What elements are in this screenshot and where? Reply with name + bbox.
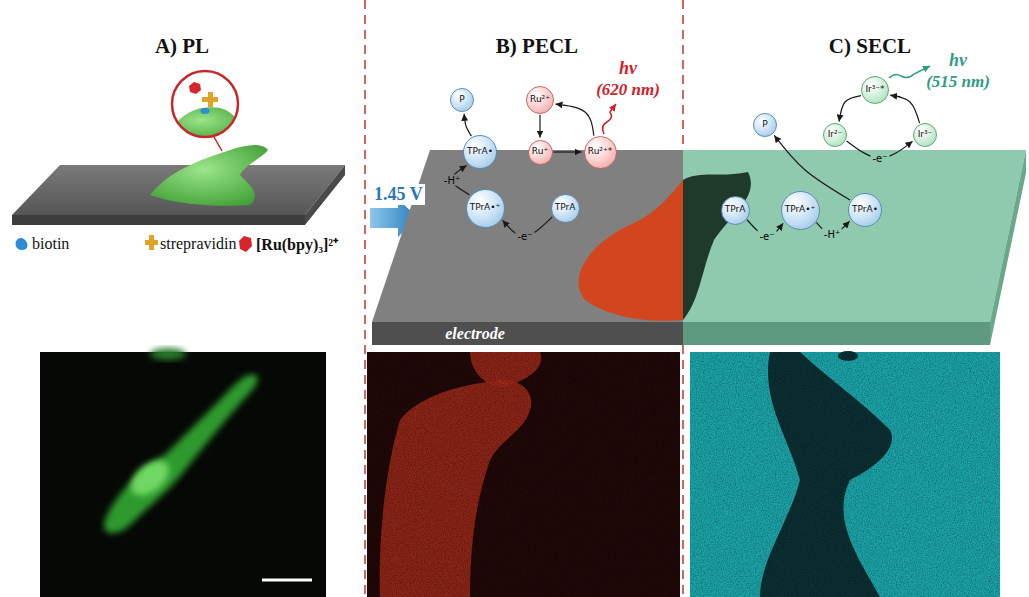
species-label: TPrA•⁺ [470,203,501,212]
emission-label: hv [619,58,637,79]
scale-bar [262,579,312,582]
species-label: P [762,120,767,129]
reaction-arrow [839,96,861,122]
legend-text: strepravidin [160,235,236,253]
excited-state-circle: Ir³⁻* [861,76,889,104]
voltage-label: 1.45 V [372,184,425,205]
emission-label: hv [949,50,967,71]
coreactant-circle: TPrA [551,194,580,223]
panel-title: A) PL [155,34,209,59]
magnifier-circle [172,71,238,137]
image-noise [367,352,680,597]
electrode-slab [372,150,683,322]
biotin-symbol [201,108,210,114]
emission-arrow [889,66,930,78]
species-label: Ru⁺ [532,147,548,156]
wavelength-label: (620 nm) [596,80,660,100]
species-label: TPrA [725,205,746,214]
ruthenium-symbol [189,82,201,94]
panel-divider [364,0,366,597]
species-label: Ir³⁻* [865,85,884,94]
cell-image [150,348,186,360]
electrode-side [305,165,345,225]
streptavidin-icon [145,235,158,250]
reaction-step-label: -H⁺ [822,229,842,240]
ruthenium-circle: Ru⁺ [528,140,553,165]
electrode-front [372,322,683,345]
radical-cation-circle: TPrA•⁺ [781,191,820,230]
ruthenium-icon [239,236,252,252]
electrode-slab [683,150,1026,322]
product-circle: P [753,113,777,137]
coreactant-circle: TPrA [721,196,750,225]
species-label: Ir³⁻ [918,130,933,139]
cell [683,172,751,320]
legend-text: [Ru(bpy)₃]²⁺ [256,233,338,255]
micrograph [690,352,1000,597]
species-label: Ru²⁺ [530,95,550,104]
electrode-side [990,150,1026,345]
reaction-step-label: -H⁺ [442,175,462,186]
cell [579,180,683,321]
excited-state-circle: Ru²⁺* [584,136,617,169]
species-label: TPrA• [852,205,878,214]
panel-title: B) PECL [496,34,578,59]
iridium-circle: Ir³⁻ [913,123,937,147]
species-label: Ru²⁺* [588,147,612,156]
magnifier-leader [214,137,222,151]
reaction-arrow [464,114,471,136]
electrode-front [12,215,305,225]
streptavidin-symbol [202,92,218,107]
species-label: TPrA• [467,147,493,156]
legend-text: biotin [32,235,69,253]
radical-circle: TPrA• [848,193,882,227]
ruthenium-circle: Ru²⁺ [526,86,554,114]
species-label: TPrA•⁺ [785,205,816,214]
iridium-circle: Ir²⁻ [823,123,847,147]
radical-circle: TPrA• [463,135,497,169]
reaction-arrow [890,95,919,123]
species-label: P [459,95,464,104]
electrode-label: electrode [445,325,505,343]
emission-arrow [603,104,616,134]
panel-title: C) SECL [829,34,911,59]
wavelength-label: (515 nm) [926,72,990,92]
reaction-arrow [554,151,582,152]
radical-cation-circle: TPrA•⁺ [466,189,505,228]
species-label: Ir²⁻ [828,130,843,139]
electrode-front [683,322,990,345]
product-circle: P [450,88,474,112]
reaction-arrow [555,104,593,135]
cell-image [104,375,258,534]
cell [150,145,268,206]
species-label: TPrA [555,203,576,212]
reaction-step-label: -e⁻ [757,231,776,242]
reaction-arrow [539,115,540,138]
image-noise [690,352,1000,597]
reaction-step-label: -e⁻ [515,231,534,242]
micrograph [40,352,326,597]
nucleus-image [125,454,175,502]
micrograph [367,352,680,597]
reaction-step-label: -e⁻ [870,153,889,164]
biotin-icon [16,238,28,250]
